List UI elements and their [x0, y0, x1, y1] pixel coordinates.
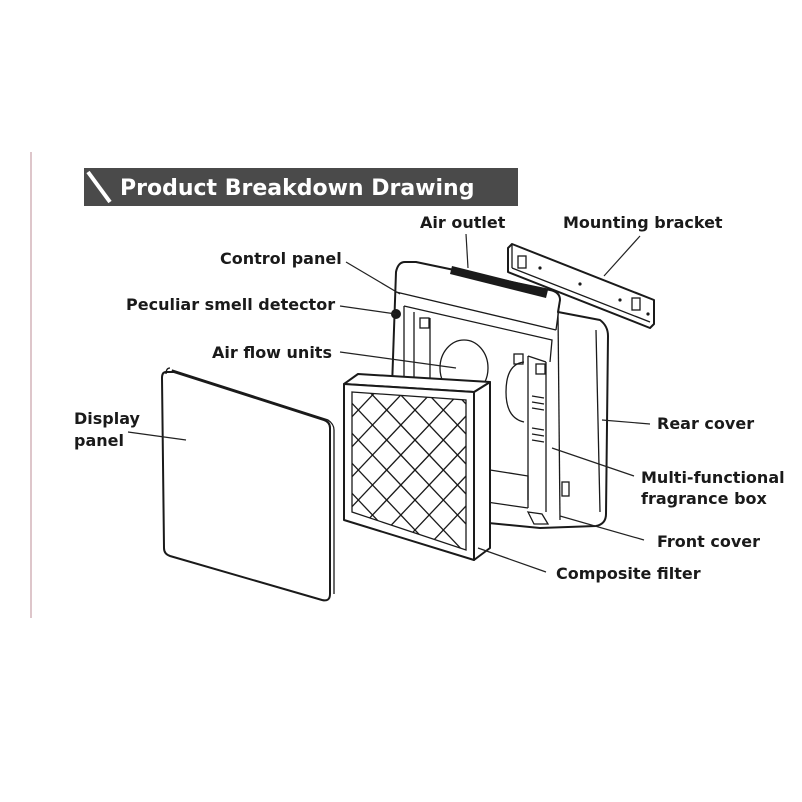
display-panel-part: [161, 367, 335, 602]
label-air-outlet: Air outlet: [420, 213, 506, 232]
page-title: Product Breakdown Drawing: [120, 176, 474, 201]
leader-control-panel: [345, 261, 401, 295]
leader-air-flow-units: [339, 351, 457, 369]
leader-fragrance-box: [551, 447, 635, 477]
label-rear-cover: Rear cover: [657, 414, 754, 433]
leader-composite-filter: [477, 547, 547, 573]
label-mounting-bracket: Mounting bracket: [563, 213, 723, 232]
label-composite-filter: Composite filter: [556, 564, 701, 583]
label-front-cover: Front cover: [657, 532, 760, 551]
label-display-panel-line2: panel: [74, 431, 124, 450]
leader-smell-detector: [339, 305, 397, 315]
label-display-panel-line1: Display: [74, 409, 141, 428]
title-bar: [84, 168, 518, 206]
leader-front-cover: [559, 515, 645, 541]
label-control-panel: Control panel: [220, 249, 342, 268]
leader-rear-cover: [601, 419, 651, 425]
leader-mounting-bracket: [603, 235, 641, 277]
label-air-flow-units: Air flow units: [212, 343, 332, 362]
composite-filter-part: [343, 373, 491, 561]
label-fragrance-box-line1: Multi-functional: [641, 468, 785, 487]
leader-air-outlet: [465, 233, 469, 269]
title-slash: [86, 170, 112, 204]
label-peculiar-smell-detector: Peculiar smell detector: [126, 295, 335, 314]
air-outlet-grille: [450, 266, 548, 298]
label-fragrance-box-line2: fragrance box: [641, 489, 768, 508]
leader-display-panel: [127, 431, 187, 441]
title-banner: Product Breakdown Drawing: [84, 168, 518, 206]
mounting-bracket-part: [507, 243, 655, 329]
